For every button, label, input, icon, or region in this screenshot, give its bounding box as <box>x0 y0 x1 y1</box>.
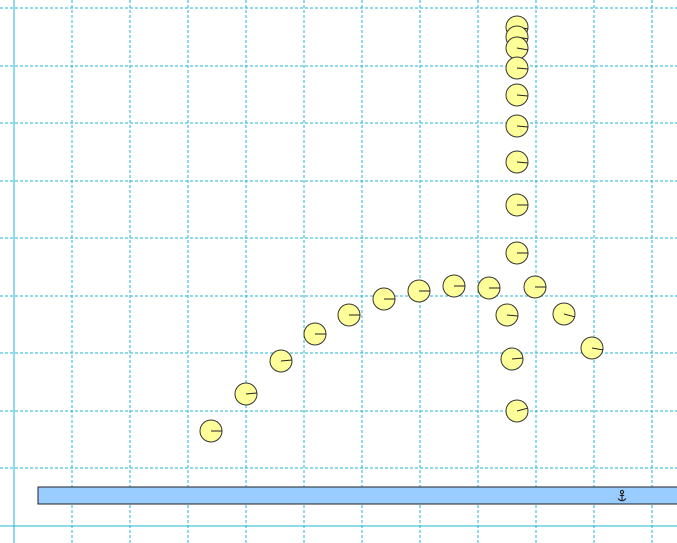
ball-rotation-indicator <box>563 313 575 318</box>
ground-body[interactable] <box>37 486 677 505</box>
ball[interactable] <box>505 83 529 107</box>
anchor-icon[interactable] <box>617 489 627 502</box>
ball-rotation-indicator <box>516 407 528 412</box>
ball-rotation-indicator <box>516 94 529 97</box>
ball[interactable] <box>523 275 547 299</box>
ball-rotation-indicator <box>516 125 529 128</box>
ball[interactable] <box>303 322 327 346</box>
ball-rotation-indicator <box>511 357 524 360</box>
ball-rotation-indicator <box>591 347 603 351</box>
ball[interactable] <box>505 114 529 138</box>
ball[interactable] <box>500 347 524 371</box>
ball[interactable] <box>407 279 431 303</box>
ball[interactable] <box>495 303 519 327</box>
ball[interactable] <box>505 241 529 265</box>
ball-body[interactable] <box>500 347 524 371</box>
ball[interactable] <box>372 287 396 311</box>
ball[interactable] <box>580 336 604 360</box>
ball[interactable] <box>505 36 529 60</box>
ball[interactable] <box>269 349 293 373</box>
ball[interactable] <box>505 56 529 80</box>
ball[interactable] <box>477 276 501 300</box>
ball-rotation-indicator <box>280 359 293 362</box>
ball[interactable] <box>337 303 361 327</box>
ball[interactable] <box>552 302 576 326</box>
ball[interactable] <box>505 193 529 217</box>
ball[interactable] <box>505 150 529 174</box>
ball-rotation-indicator <box>516 67 529 70</box>
ball[interactable] <box>505 399 529 423</box>
ball-rotation-indicator <box>506 314 519 317</box>
ball[interactable] <box>442 274 466 298</box>
ball[interactable] <box>199 419 223 443</box>
ball[interactable] <box>234 382 258 406</box>
ball-rotation-indicator <box>245 392 258 395</box>
ground-platform[interactable] <box>37 486 677 505</box>
ball-rotation-indicator <box>516 161 529 164</box>
ball-layer <box>199 15 604 443</box>
ball-rotation-indicator <box>516 47 528 51</box>
